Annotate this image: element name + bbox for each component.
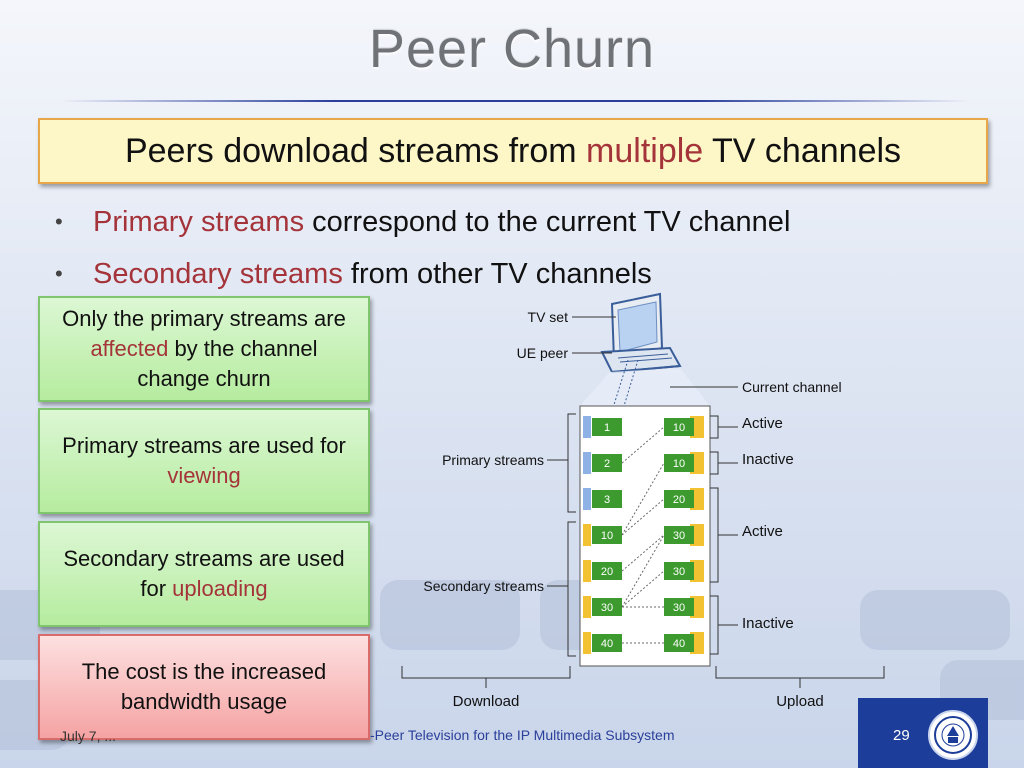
- download-slot: [592, 418, 622, 436]
- right-brackets: [710, 415, 738, 655]
- note-accent: affected: [90, 336, 169, 361]
- callout-post: TV channels: [703, 131, 902, 170]
- callout-text: Peers download streams from multiple TV …: [125, 132, 901, 171]
- download-slot-label: 2: [604, 458, 610, 470]
- title-divider: [60, 100, 970, 102]
- bullet-dot: •: [55, 209, 63, 234]
- bullet-accent: Secondary streams: [93, 257, 343, 290]
- slot-row-1: 1 10: [592, 418, 694, 436]
- download-slot: [592, 598, 622, 616]
- upload-slot-label: 30: [673, 602, 685, 614]
- upload-slot-label: 40: [673, 638, 685, 650]
- note-accent: uploading: [172, 576, 268, 601]
- tv-set-icon: [600, 292, 682, 374]
- upload-slot: [664, 454, 694, 472]
- primary-streams-label: Primary streams: [442, 452, 544, 468]
- ue-peer-label: UE peer: [517, 345, 569, 361]
- upload-slot: [664, 490, 694, 508]
- note-text: Primary streams are used for: [62, 433, 346, 458]
- download-slot-label: 30: [601, 602, 613, 614]
- download-slot: [592, 526, 622, 544]
- secondary-streams-label: Secondary streams: [423, 578, 544, 594]
- upload-slot-label: 30: [673, 530, 685, 542]
- university-seal-icon: [928, 710, 978, 760]
- upload-label: Upload: [776, 693, 824, 710]
- bullet-dot: •: [55, 261, 63, 286]
- upload-slot: [664, 526, 694, 544]
- callout-pre: Peers download streams from: [124, 131, 587, 170]
- upload-slot-label: 20: [673, 494, 685, 506]
- bottom-brackets: [401, 666, 885, 688]
- download-slot: [592, 634, 622, 652]
- download-slot-label: 20: [601, 566, 613, 578]
- callout-accent: multiple: [586, 131, 704, 170]
- status-label: Inactive: [742, 451, 794, 468]
- bullet-list: • Primary streams correspond to the curr…: [55, 196, 790, 300]
- bullet-item: • Primary streams correspond to the curr…: [55, 196, 790, 248]
- slot-row-2: 2 10: [592, 454, 694, 472]
- note-text: The cost is the increased bandwidth usag…: [81, 659, 327, 714]
- status-label: Active: [742, 523, 783, 540]
- upload-slot: [664, 634, 694, 652]
- bullet-item: • Secondary streams from other TV channe…: [55, 248, 790, 300]
- note-box-uploading: Secondary streams are used for uploading: [38, 521, 370, 627]
- stream-diagram: TV set UE peer Current channel 1 10 2 10…: [401, 292, 885, 710]
- note-box-primary-churn: Only the primary streams are affected by…: [38, 296, 370, 402]
- upload-slot: [664, 598, 694, 616]
- note-text: Only the primary streams are: [62, 306, 346, 331]
- upload-slot-label: 10: [673, 458, 685, 470]
- status-label: Active: [742, 415, 783, 432]
- note-text: Secondary streams are used for: [63, 546, 345, 601]
- slot-row-3: 3 20: [592, 490, 694, 508]
- status-label: Inactive: [742, 615, 794, 632]
- tv-set-label: TV set: [528, 309, 569, 325]
- slot-row-5: 20 30: [592, 562, 694, 580]
- bullet-accent: Primary streams: [93, 205, 305, 238]
- note-box-viewing: Primary streams are used for viewing: [38, 408, 370, 514]
- download-slot: [592, 562, 622, 580]
- upload-slot: [664, 418, 694, 436]
- upload-slot: [664, 562, 694, 580]
- note-text: by the channel change churn: [137, 336, 318, 391]
- bullet-text: from other TV channels: [342, 257, 652, 290]
- footer-date: July 7, ...: [60, 728, 117, 744]
- download-label: Download: [453, 693, 520, 710]
- slide-title: Peer Churn: [368, 19, 656, 79]
- upload-slot-label: 30: [673, 566, 685, 578]
- slot-row-7: 40 40: [592, 634, 694, 652]
- footer-title: -Peer Television for the IP Multimedia S…: [370, 727, 675, 743]
- upload-slot-label: 10: [673, 422, 685, 434]
- download-slot-label: 40: [601, 638, 613, 650]
- download-slot-label: 3: [604, 494, 610, 506]
- download-slot: [592, 454, 622, 472]
- current-channel-label: Current channel: [742, 379, 842, 395]
- download-slot-label: 1: [604, 422, 610, 434]
- slot-row-6: 30 30: [592, 598, 694, 616]
- stream-connections: [621, 426, 665, 644]
- slot-row-4: 10 30: [592, 526, 694, 544]
- bullet-text: correspond to the current TV channel: [304, 205, 791, 238]
- note-box-cost: The cost is the increased bandwidth usag…: [38, 634, 370, 740]
- note-accent: viewing: [167, 463, 241, 488]
- primary-slot-markers: [583, 416, 591, 510]
- headline-callout: Peers download streams from multiple TV …: [38, 118, 988, 184]
- download-slot-label: 10: [601, 530, 613, 542]
- download-slot: [592, 490, 622, 508]
- page-number: 29: [893, 727, 910, 744]
- left-brackets: [547, 413, 576, 657]
